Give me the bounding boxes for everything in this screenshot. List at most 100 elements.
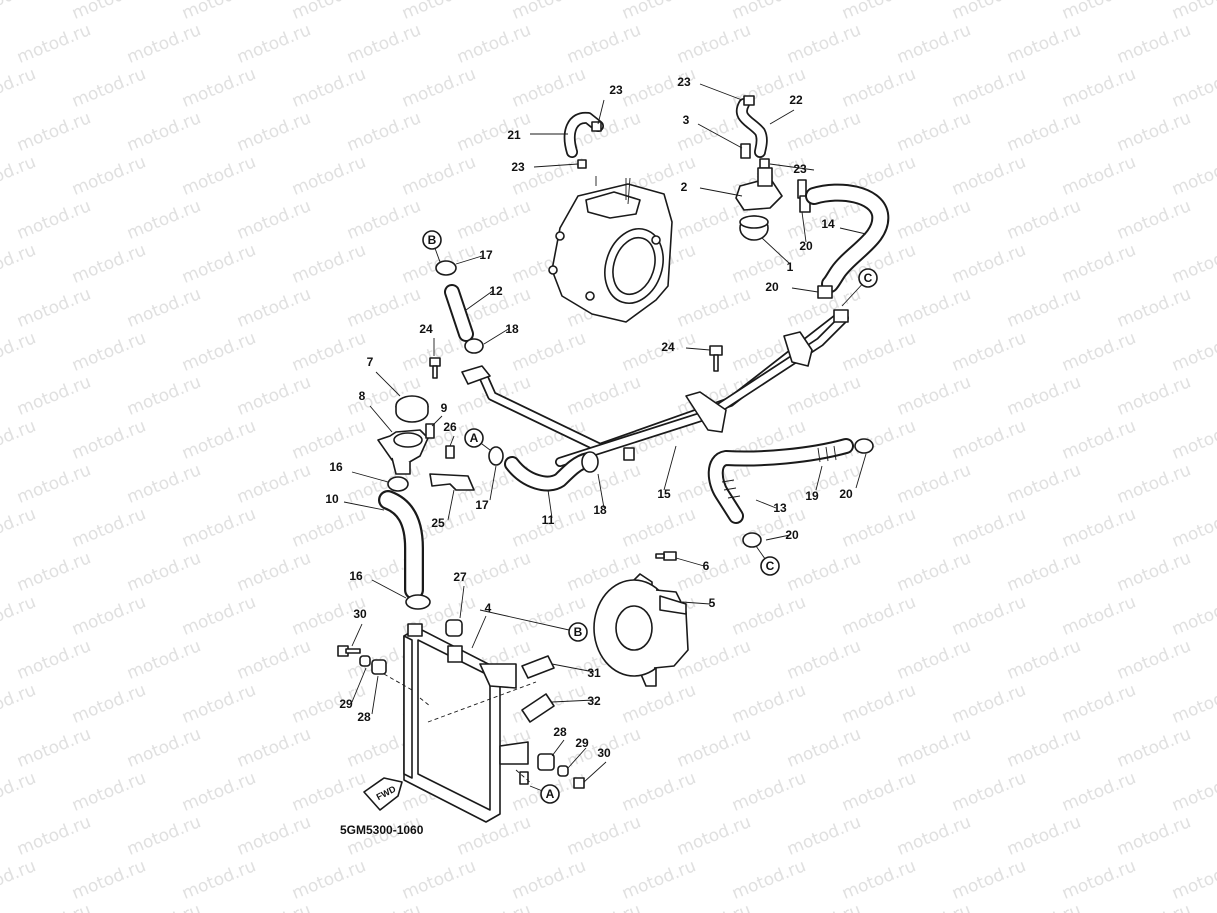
callout-bolt-9: 9 xyxy=(441,401,448,415)
grommet-27-shape xyxy=(445,619,463,637)
ref-label-c: C xyxy=(864,271,873,285)
callout-thermostat-cover: 2 xyxy=(681,180,688,194)
leader-bolt-30-b xyxy=(583,761,607,783)
radiator-cap-shape xyxy=(395,395,429,423)
clamp-16-a-shape xyxy=(387,476,409,492)
cylinder-head xyxy=(548,176,673,323)
bracket-25-shape xyxy=(429,473,475,491)
leader-clamp-23-c xyxy=(769,163,815,171)
bolt-6-shape xyxy=(655,551,677,561)
clamp-23-a-shape xyxy=(591,121,602,132)
clamp-18-a-shape xyxy=(464,338,484,354)
ref-leader-b xyxy=(479,609,579,633)
callout-clamp-18-a: 18 xyxy=(505,322,519,336)
callout-bolt-26: 26 xyxy=(443,420,457,434)
leader-hose-12 xyxy=(465,289,495,311)
leader-switch-31 xyxy=(551,663,595,673)
ref-label-a: A xyxy=(546,787,555,801)
leader-hose-11 xyxy=(547,489,553,519)
callout-damper-28-b: 28 xyxy=(553,725,567,739)
callout-clamp-18-b: 18 xyxy=(593,503,607,517)
leader-hose-13 xyxy=(755,499,777,509)
clamp-20-c-shape xyxy=(854,438,874,454)
bolt-9-shape xyxy=(425,423,435,439)
switch-31-shape xyxy=(521,655,555,679)
leader-bolt-26 xyxy=(449,435,455,447)
hose-22 xyxy=(736,98,768,158)
leader-clamp-23-b xyxy=(699,83,743,101)
callout-pipe-15: 15 xyxy=(657,487,671,501)
callout-clamp-17-a: 17 xyxy=(479,248,493,262)
leader-thermostat-cover xyxy=(699,187,743,197)
callout-hose-19: 19 xyxy=(805,489,819,503)
callout-bolt-24-a: 24 xyxy=(419,322,433,336)
leader-collar-29-b xyxy=(567,747,587,769)
leader-hose-22 xyxy=(769,109,795,125)
ref-label-a: A xyxy=(470,431,479,445)
callout-bracket-25: 25 xyxy=(431,516,445,530)
callout-bolt-3: 3 xyxy=(683,113,690,127)
callout-clamp-20-d: 20 xyxy=(785,528,799,542)
leader-hose-10 xyxy=(343,501,385,511)
hose-10-shape xyxy=(378,490,424,600)
ref-circle-c xyxy=(760,556,780,576)
callout-clamp-20-b: 20 xyxy=(765,280,779,294)
ref-label-c: C xyxy=(766,559,775,573)
callout-labels: 2321232322323211420201712182424789261625… xyxy=(325,75,853,760)
callout-hose-12: 12 xyxy=(489,284,503,298)
leader-thermostat xyxy=(761,237,791,265)
hose-21 xyxy=(563,111,604,158)
leader-bolt-30-a xyxy=(351,623,363,647)
leader-damper-28-a xyxy=(371,675,379,715)
leader-clamp-20-d xyxy=(765,534,791,541)
clamp-17-b-shape xyxy=(488,446,504,466)
clamp-17-a-shape xyxy=(435,260,457,276)
leader-bolt-6 xyxy=(675,557,705,567)
callout-radiator-cap: 7 xyxy=(367,355,374,369)
leader-clamp-16-a xyxy=(351,471,389,483)
leader-clamp-18-b xyxy=(597,473,605,509)
ref-circle-c xyxy=(858,268,878,288)
callout-thermostat: 1 xyxy=(787,260,794,274)
leader-clamp-17-b xyxy=(489,465,497,501)
leader-clamp-23-a xyxy=(533,163,579,168)
leader-hose-14 xyxy=(839,227,867,235)
fan-5-shape xyxy=(593,573,689,687)
callout-switch-31: 31 xyxy=(587,666,601,680)
callout-bolt-30-a: 30 xyxy=(353,607,367,621)
bolt-24-b-shape xyxy=(709,345,723,372)
leader-bolt-3 xyxy=(697,123,743,149)
pipe-joint xyxy=(461,365,491,385)
clamp-20-d-shape xyxy=(742,532,762,548)
callout-hose-21: 21 xyxy=(507,128,521,142)
diagram-code: 5GM5300-1060 xyxy=(340,823,424,837)
hose-14-shape xyxy=(805,183,890,293)
callout-collar-29-b: 29 xyxy=(575,736,589,750)
leader-pipe-15 xyxy=(663,445,677,491)
mount-left-hardware xyxy=(337,645,387,675)
ref-circle-b xyxy=(568,622,588,642)
leader-clamp-20-a xyxy=(801,211,807,243)
ref-circle-a xyxy=(540,784,560,804)
filler-neck-shape xyxy=(377,429,429,475)
bolt-24-a-shape xyxy=(429,357,441,379)
mount-right-hardware xyxy=(537,753,585,789)
callout-clamp-20-c: 20 xyxy=(839,487,853,501)
callout-damper-28-a: 28 xyxy=(357,710,371,724)
thermostat-assembly xyxy=(735,143,811,241)
callout-hose-22: 22 xyxy=(789,93,803,107)
callout-hose-10: 10 xyxy=(325,492,339,506)
callout-grommet-27: 27 xyxy=(453,570,467,584)
leader-clamp-20-c xyxy=(855,453,867,489)
callout-clamp-17-b: 17 xyxy=(475,498,489,512)
leader-radiator-cap xyxy=(375,371,401,397)
callout-bolt-6: 6 xyxy=(703,559,710,573)
leader-clamp-16-b xyxy=(371,579,407,599)
leader-bolt-9 xyxy=(431,415,443,427)
route-dash-1 xyxy=(383,673,431,707)
callout-radiator-4: 4 xyxy=(485,601,492,615)
clamp-18-b-shape xyxy=(581,451,599,473)
ref-circle-a xyxy=(464,428,484,448)
